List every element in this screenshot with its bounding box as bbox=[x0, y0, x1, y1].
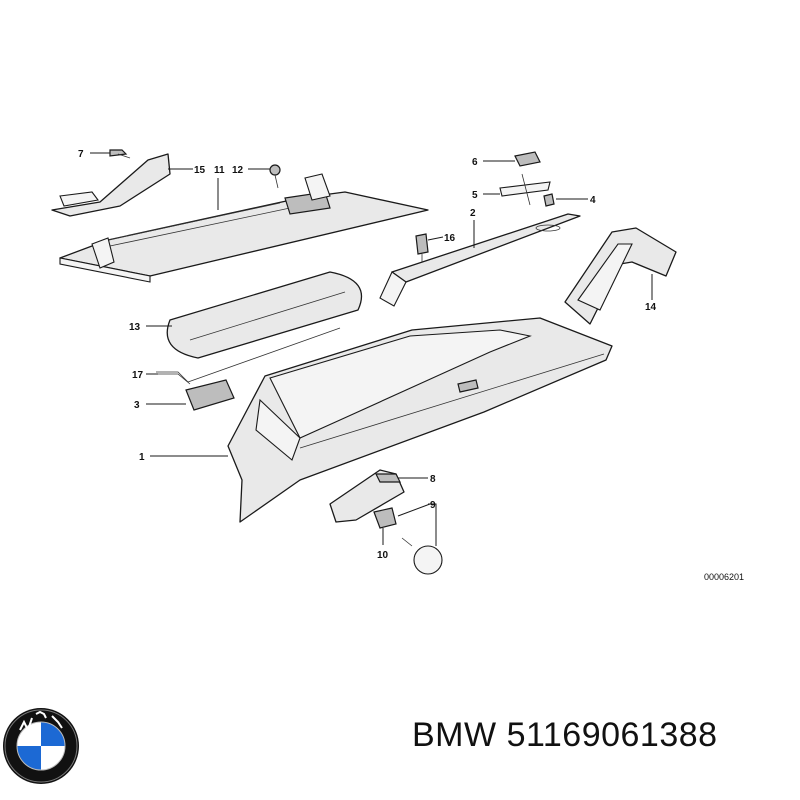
part-4-nut bbox=[543, 193, 555, 207]
part-6-clip bbox=[514, 151, 541, 167]
part-1-glovebox bbox=[227, 317, 613, 523]
part-number: 51169061388 bbox=[506, 716, 718, 754]
callout-12: 12 bbox=[232, 165, 244, 176]
callout-17: 17 bbox=[132, 370, 144, 381]
callout-1: 1 bbox=[139, 452, 145, 463]
callout-6: 6 bbox=[472, 157, 478, 168]
part-12-screw bbox=[269, 164, 281, 189]
callout-5: 5 bbox=[472, 190, 478, 201]
callout-16: 16 bbox=[444, 233, 456, 244]
callout-8: 8 bbox=[430, 474, 436, 485]
part-16-pin bbox=[415, 233, 429, 262]
callout-7: 7 bbox=[78, 149, 84, 160]
brand-name: BMW bbox=[412, 716, 497, 754]
diagram-reference: 00006201 bbox=[704, 572, 744, 582]
bmw-roundel-logo bbox=[3, 708, 79, 784]
callout-2: 2 bbox=[470, 208, 476, 219]
part-14-bracket bbox=[564, 227, 677, 325]
callout-3: 3 bbox=[134, 400, 140, 411]
part-10-lock bbox=[373, 507, 413, 547]
part-13-damper bbox=[166, 271, 363, 359]
part-5-clip bbox=[499, 173, 551, 206]
part-17-rod bbox=[156, 327, 341, 385]
part-3-module bbox=[185, 379, 235, 411]
part-2-rail bbox=[379, 213, 581, 307]
callout-15: 15 bbox=[194, 165, 206, 176]
part-8-handle bbox=[329, 469, 405, 523]
leader-lines bbox=[90, 152, 653, 546]
callout-11: 11 bbox=[214, 165, 225, 176]
callout-10: 10 bbox=[377, 550, 389, 561]
part-9-knob bbox=[413, 545, 443, 575]
callout-14: 14 bbox=[645, 302, 657, 313]
callout-13: 13 bbox=[129, 322, 141, 333]
callout-4: 4 bbox=[590, 195, 596, 206]
callout-9: 9 bbox=[430, 500, 436, 511]
part-7-screw bbox=[109, 149, 131, 159]
part-11-cover-panel bbox=[59, 173, 429, 283]
part-15-bracket bbox=[51, 153, 171, 217]
